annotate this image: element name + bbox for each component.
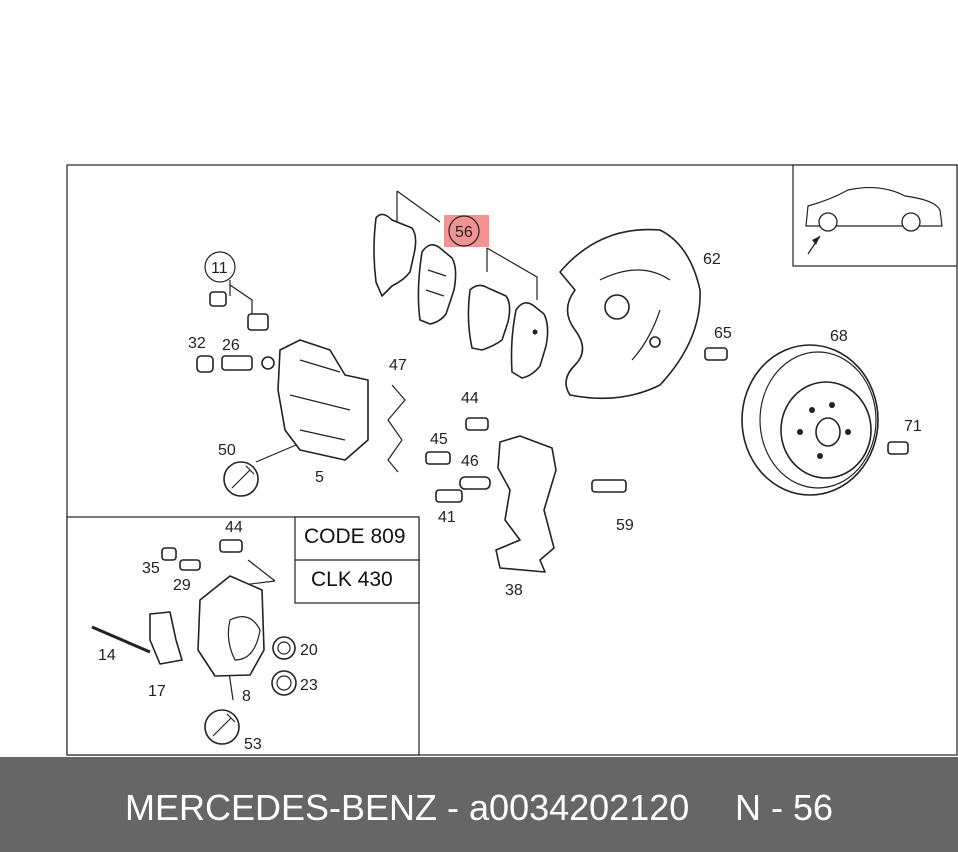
- inset-callout-17: 17: [148, 683, 166, 700]
- callout-47: 47: [389, 357, 407, 374]
- footer-bar: MERCEDES-BENZ - a0034202120 N - 56: [0, 757, 958, 852]
- callout-32: 32: [188, 335, 206, 352]
- callout-50: 50: [218, 442, 236, 459]
- inset-caliper: [197, 575, 265, 677]
- callout-59: 59: [616, 517, 634, 534]
- code-box-line1: CODE 809: [304, 525, 406, 548]
- code-box: CODE 809 CLK 430: [294, 516, 420, 604]
- callout-5: 5: [315, 469, 324, 486]
- inset-callout-20: 20: [300, 642, 318, 659]
- callout-56: 56: [455, 224, 473, 241]
- caliper-bracket: [495, 435, 557, 573]
- inset-callout-29: 29: [173, 577, 191, 594]
- wrench-icon-50: [223, 461, 259, 497]
- inset-callout-8: 8: [242, 688, 251, 705]
- highlight-56: 56: [444, 215, 489, 247]
- callout-45: 45: [430, 431, 448, 448]
- callout-41: 41: [438, 509, 456, 526]
- inset-callout-14: 14: [98, 647, 116, 664]
- callout-labels: 11 32 26 50 5 47 62 65 68 71 44 45 46 41…: [98, 251, 922, 753]
- callout-38: 38: [505, 582, 523, 599]
- code-box-line2: CLK 430: [311, 568, 393, 591]
- callout-46: 46: [461, 453, 479, 470]
- spring-clip: [387, 384, 406, 473]
- brake-pad-set: [373, 213, 549, 379]
- caliper: [277, 339, 369, 461]
- callout-44: 44: [461, 390, 479, 407]
- inset-small-parts: [91, 539, 297, 696]
- inset-callout-44: 44: [225, 519, 243, 536]
- dust-shield: [559, 228, 701, 400]
- footer-part-number: MERCEDES-BENZ - a0034202120: [125, 787, 690, 828]
- brake-disc: [741, 344, 879, 496]
- wrench-icon-53: [204, 709, 240, 745]
- callout-11-circle: [204, 251, 236, 283]
- small-parts: [196, 291, 909, 503]
- vehicle-position-icon: [792, 164, 958, 267]
- inset-callout-53: 53: [244, 736, 262, 753]
- callout-26: 26: [222, 337, 240, 354]
- callout-62: 62: [703, 251, 721, 268]
- inset-callout-35: 35: [142, 560, 160, 577]
- callout-11: 11: [211, 260, 228, 277]
- footer-ref-code: N - 56: [735, 787, 834, 828]
- callout-68: 68: [830, 328, 848, 345]
- callout-71: 71: [904, 418, 922, 435]
- callout-65: 65: [714, 325, 732, 342]
- brake-parts-diagram: CODE 809 CLK 430 56: [66, 164, 958, 756]
- inset-callout-23: 23: [300, 677, 318, 694]
